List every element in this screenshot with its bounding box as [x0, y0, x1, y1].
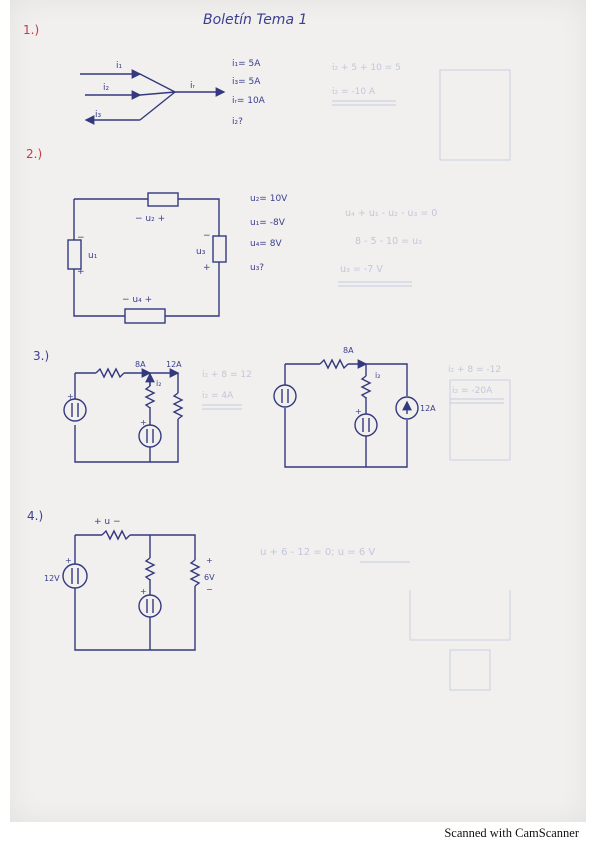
label-6v: 6V [204, 573, 215, 582]
label-12a: 12A [420, 404, 436, 413]
right-work-2: i₂ = -20A [452, 386, 493, 396]
right-work-1: i₂ + 8 = -12 [448, 365, 501, 375]
given-2: u₁= -8V [250, 218, 286, 228]
label-8a: 8A [343, 346, 354, 355]
label-i3: i₃ [95, 110, 102, 120]
scanned-page: Boletín Tema 1 1.) i₁ i₂ i₃ iᵣ i₁= 5A i₃… [10, 0, 586, 822]
circuit-3a [63, 367, 184, 463]
voltage-loop-diagram [67, 192, 227, 324]
sign-minus: − [77, 233, 85, 243]
circuit-3b [273, 358, 419, 468]
bleed-through [409, 69, 511, 691]
work-1: i₂ + 5 + 10 = 5 [332, 63, 401, 73]
problem-3: 3.) 8A 12A i₂ + + i₂ + 8 = [33, 346, 504, 468]
sign-plus: + [206, 556, 213, 565]
problem-2-number: 2.) [26, 147, 42, 161]
loop-label-u2: − u₂ + [135, 214, 165, 224]
given-4: u₃? [250, 263, 264, 273]
current-node-diagram [80, 69, 226, 125]
page-title: Boletín Tema 1 [203, 12, 307, 28]
sign-plus: + [65, 556, 72, 565]
given-4: i₂? [232, 117, 243, 127]
left-work-1: i₂ + 8 = 12 [202, 370, 252, 380]
label-ir: iᵣ [190, 81, 196, 91]
work-2: i₂ = -10 A [332, 87, 376, 97]
sign-plus: + [355, 407, 362, 416]
problem-1-number: 1.) [23, 23, 39, 37]
problem-2: 2.) − u₂ + u₁ u₃ − u₄ + − + − + u₂= 10V … [26, 147, 437, 324]
given-2: i₃= 5A [232, 77, 261, 87]
given-1: u₂= 10V [250, 194, 288, 204]
left-work-2: i₂ = 4A [202, 391, 234, 401]
work-3: u₃ = -7 V [340, 264, 383, 275]
sign-minus: − [203, 231, 211, 241]
label-i1: i₁ [116, 61, 123, 71]
label-i2: i₂ [103, 83, 110, 93]
work-1: u₄ + u₁ - u₂ - u₃ = 0 [345, 208, 437, 219]
label-12v: 12V [44, 574, 60, 583]
sign-plus: + [77, 267, 85, 277]
sign-plus: + [140, 418, 147, 427]
loop-label-u3: u₃ [196, 247, 206, 257]
problem-3-number: 3.) [33, 349, 49, 363]
problem-4: 4.) + u − 12V 6V + − + + u + 6 - 12 = 0;… [27, 509, 410, 651]
problem-4-number: 4.) [27, 509, 43, 523]
label-i2: i₂ [156, 379, 161, 388]
sign-minus: − [206, 585, 213, 594]
sign-plus: + [203, 263, 211, 273]
circuit-4 [62, 529, 201, 651]
work-2: 8 - 5 - 10 = u₃ [355, 236, 422, 247]
sign-plus: + [140, 587, 147, 596]
work-1: u + 6 - 12 = 0; u = 6 V [260, 547, 375, 558]
label-8a: 8A [135, 360, 146, 369]
scanner-watermark: Scanned with CamScanner [444, 826, 579, 840]
label-12a: 12A [166, 360, 182, 369]
given-1: i₁= 5A [232, 59, 261, 69]
loop-label-u4: − u₄ + [122, 295, 152, 305]
given-3: u₄= 8V [250, 239, 282, 249]
problem-1: 1.) i₁ i₂ i₃ iᵣ i₁= 5A i₃= 5A iᵣ= 10A i₂… [23, 23, 401, 127]
sign-plus: + [67, 392, 74, 401]
loop-label-u1: u₁ [88, 251, 98, 261]
label-u: + u − [94, 517, 121, 527]
notebook-sheet: Boletín Tema 1 1.) i₁ i₂ i₃ iᵣ i₁= 5A i₃… [23, 12, 511, 691]
label-i2: i₂ [375, 371, 380, 380]
given-3: iᵣ= 10A [232, 96, 266, 106]
